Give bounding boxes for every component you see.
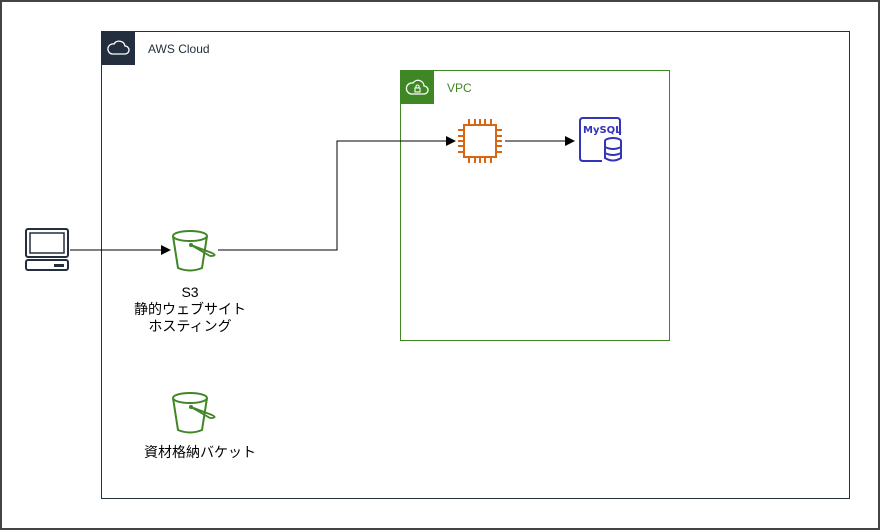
- rds-mysql-icon: MySQL: [579, 117, 622, 162]
- vpc-group[interactable]: VPC: [400, 70, 670, 341]
- mysql-text: MySQL: [583, 125, 622, 136]
- s3-hosting-label: S3 静的ウェブサイト ホスティング: [120, 284, 260, 335]
- s3-hosting-line1: 静的ウェブサイト: [134, 301, 246, 317]
- mysql-node[interactable]: MySQL: [576, 117, 624, 165]
- s3-hosting-node[interactable]: [170, 229, 218, 273]
- s3-storage-label: 資材格納バケット: [144, 444, 256, 460]
- s3-storage-node[interactable]: [170, 391, 218, 435]
- client-node[interactable]: [24, 228, 70, 272]
- aws-cloud-group[interactable]: AWS Cloud: [101, 31, 850, 499]
- vpc-label: VPC: [447, 81, 472, 95]
- aws-cloud-label: AWS Cloud: [148, 42, 210, 56]
- s3-bucket-icon: [172, 230, 216, 272]
- vpc-lock-cloud-icon: [400, 70, 434, 104]
- s3-hosting-title: S3: [181, 284, 199, 300]
- s3-bucket-icon: [172, 392, 216, 434]
- client-computer-icon: [25, 228, 69, 271]
- ec2-node[interactable]: [456, 118, 504, 164]
- s3-hosting-line2: ホスティング: [148, 318, 232, 334]
- ec2-instance-icon: [458, 119, 502, 163]
- cloud-icon: [101, 31, 135, 65]
